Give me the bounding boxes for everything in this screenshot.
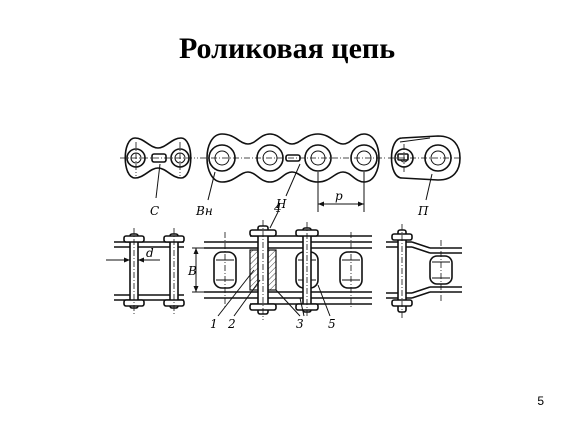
slide-title: Роликовая цепь xyxy=(178,32,396,65)
slide-number: 5 xyxy=(537,394,544,408)
label-5: 5 xyxy=(328,317,336,331)
label-c: С xyxy=(150,204,159,218)
label-2: 2 xyxy=(227,317,236,331)
label-vn: Вн xyxy=(195,204,213,218)
roller-chain-drawing: С Вн Н р П d xyxy=(106,133,462,331)
transition-link-side xyxy=(386,224,462,318)
label-d: d xyxy=(146,246,154,260)
label-pi: П xyxy=(417,204,429,218)
label-3: 3 xyxy=(296,317,304,331)
chain-side-view xyxy=(192,211,372,320)
transition-link-front xyxy=(388,135,462,201)
connecting-link-front xyxy=(120,137,198,199)
roller-chain-diagram: С Вн Н р П d xyxy=(100,120,480,340)
inner-outer-link-front xyxy=(200,133,386,212)
connecting-link-side xyxy=(106,228,185,314)
label-1: 1 xyxy=(210,317,218,331)
label-p: р xyxy=(335,189,343,203)
label-b: В xyxy=(187,264,197,278)
label-4: 4 xyxy=(273,201,282,215)
label-n: Н xyxy=(275,197,287,211)
